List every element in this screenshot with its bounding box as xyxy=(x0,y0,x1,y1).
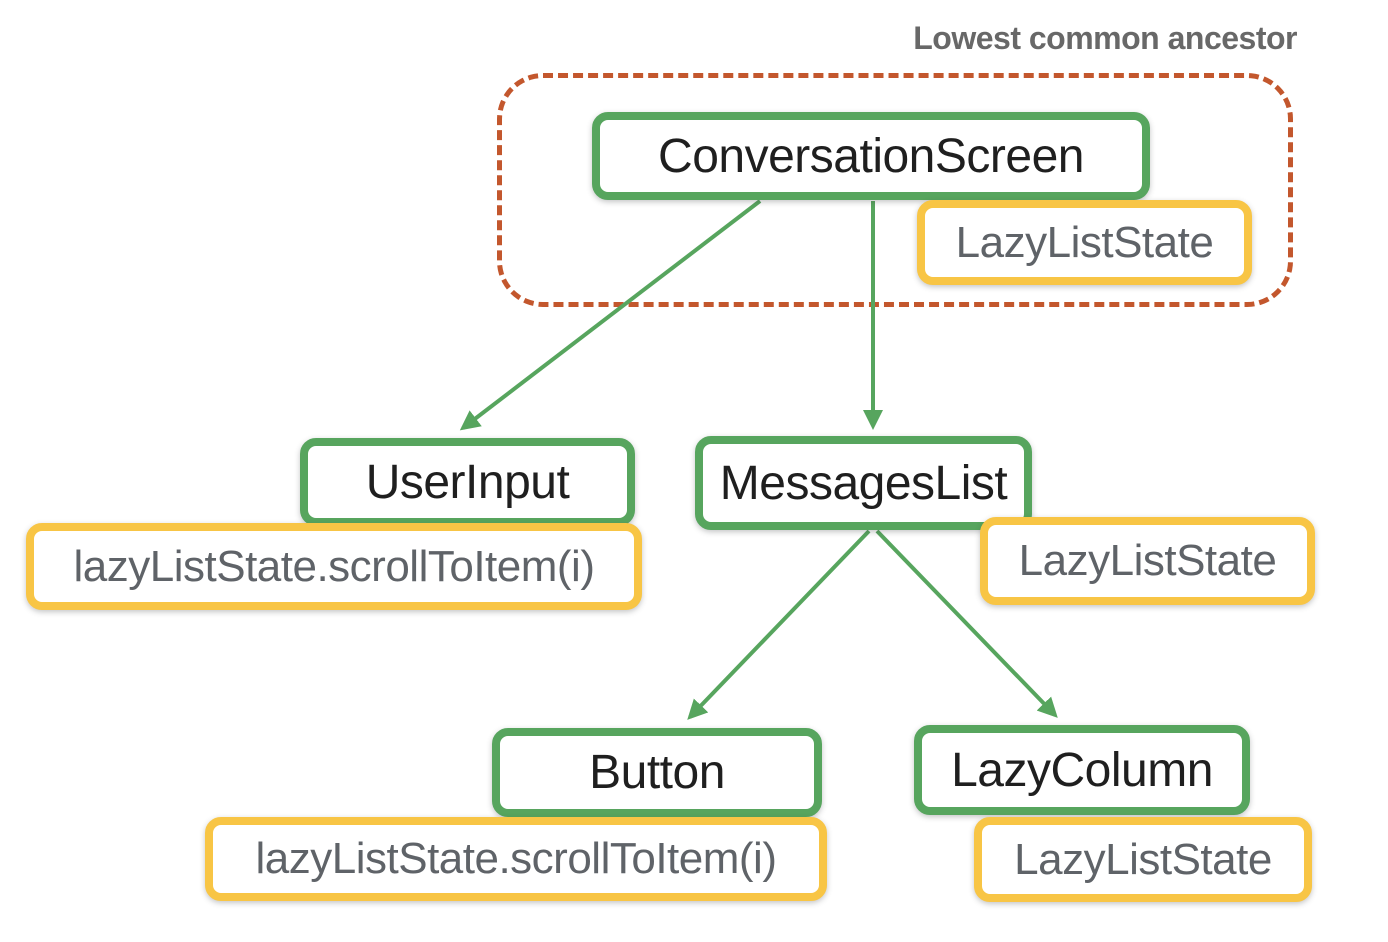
node-button: Button xyxy=(492,728,822,817)
state-button-scrolltoitem-label: lazyListState.scrollToItem(i) xyxy=(255,834,777,883)
lowest-common-ancestor-outline xyxy=(497,73,1293,307)
edge-conversation-screen-to-user-input xyxy=(459,199,762,431)
state-user-input-scrolltoitem: lazyListState.scrollToItem(i) xyxy=(26,523,642,610)
state-lazy-column-lazyliststate-label: LazyListState xyxy=(1014,834,1272,884)
node-messages-list-label: MessagesList xyxy=(719,456,1008,510)
node-user-input: UserInput xyxy=(300,438,635,526)
diagram-title: Lowest common ancestor xyxy=(913,20,1297,56)
state-button-scrolltoitem: lazyListState.scrollToItem(i) xyxy=(205,817,827,901)
state-user-input-scrolltoitem-label: lazyListState.scrollToItem(i) xyxy=(73,541,595,591)
state-hoisted-lazyliststate-label: LazyListState xyxy=(955,217,1214,267)
state-hoisted-lazyliststate: LazyListState xyxy=(917,200,1252,285)
state-messages-list-lazyliststate-label: LazyListState xyxy=(1018,536,1277,585)
node-conversation-screen-label: ConversationScreen xyxy=(658,129,1084,183)
node-lazy-column: LazyColumn xyxy=(914,725,1250,815)
state-messages-list-lazyliststate: LazyListState xyxy=(980,517,1315,605)
node-lazy-column-label: LazyColumn xyxy=(951,743,1213,797)
node-user-input-label: UserInput xyxy=(365,455,570,509)
edge-messages-list-to-lazy-column xyxy=(875,529,1058,718)
edge-messages-list-to-button xyxy=(687,529,871,720)
node-conversation-screen: ConversationScreen xyxy=(592,112,1150,200)
node-messages-list: MessagesList xyxy=(695,436,1032,530)
node-button-label: Button xyxy=(589,746,725,799)
state-lazy-column-lazyliststate: LazyListState xyxy=(974,817,1312,902)
